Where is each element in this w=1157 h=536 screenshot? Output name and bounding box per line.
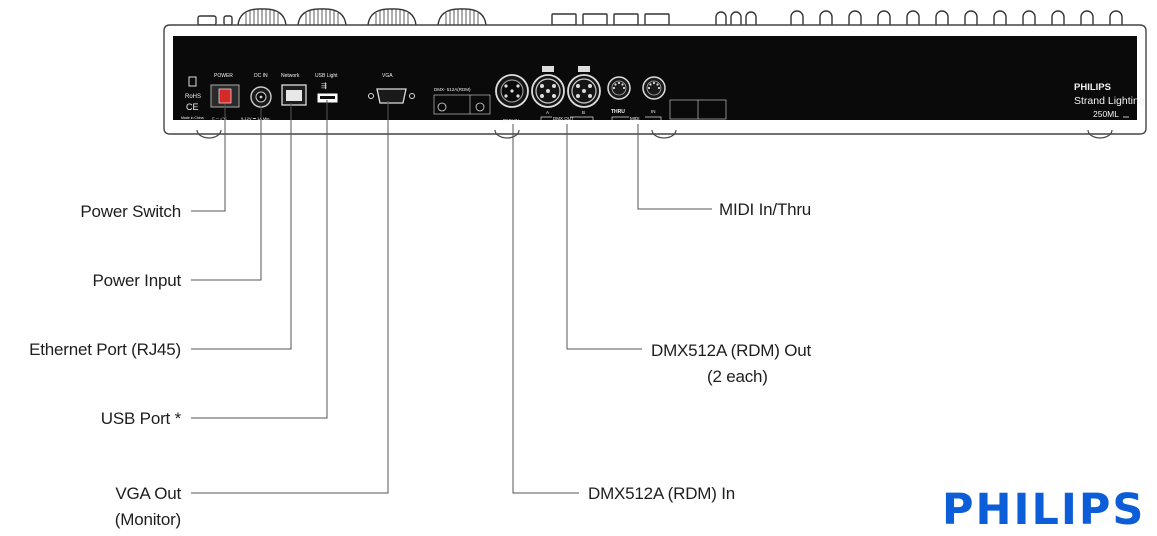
panel-brand: PHILIPS Strand Lighting 250ML [1074,82,1145,119]
dmx-out-b-connector[interactable]: B [567,66,601,115]
console-top-controls [197,8,1123,26]
leader-power-switch [191,104,226,212]
foot-mid-left [494,129,520,139]
callout-usb-port: USB Port * [100,409,181,428]
dc-rating: 9-12V ⎓ 1A Min. [241,116,270,121]
midi-in-label: IN [651,109,656,114]
dmx-legend: DMX- 512A(RDM) [433,87,491,115]
thru-label: THRU [611,109,625,115]
usb-light-label: USB Light [315,73,338,79]
dmx-out-a-connector[interactable]: A [531,66,565,115]
dc-in-label: DC IN [254,73,268,79]
leader-ethernet [191,103,292,350]
vga-label: VGA [382,73,393,79]
port-b-label: B [582,110,585,115]
midi-label: MIDI [630,116,640,121]
foot-right [1087,129,1113,139]
power-switch[interactable]: POWER ℂ ─ ○°C [210,73,240,121]
midi-bracket: MIDI [611,116,662,121]
foot-left [196,129,222,139]
made-in-label: Made in China [181,116,204,120]
callout-dmx-out-sub: (2 each) [707,367,768,386]
callout-dmx-out: DMX512A (RDM) Out [651,341,812,360]
leader-dmx-out [566,124,642,350]
port-a-label: A [546,110,549,115]
power-label: POWER [214,73,233,79]
network-port[interactable]: Network [281,73,307,106]
callout-ethernet-port: Ethernet Port (RJ45) [29,340,181,359]
leader-vga [191,101,389,494]
foot-mid-right [651,129,677,139]
midi-in-connector[interactable]: IN [642,76,666,114]
philips-logo: PHILIPS [942,485,1146,535]
compliance-marks: RoHS CE Made in China [181,76,204,120]
panel-product-line: Strand Lighting [1074,95,1145,107]
leader-dmx-in [512,124,579,494]
rohs-label: RoHS [185,94,201,100]
leader-midi [637,124,712,210]
leader-power-input [191,106,262,281]
network-label: Network [281,73,300,79]
dmx-title: DMX- 512A(RDM) [434,87,471,92]
midi-thru-connector[interactable]: THRU [607,76,631,115]
ce-mark: CE [186,102,199,112]
callout-vga-out-sub: (Monitor) [114,510,181,529]
midi-legend [669,99,727,120]
leader-usb [191,100,328,419]
dmx-out-bracket: DMX OUT [540,116,594,121]
panel-model: 250ML [1093,109,1119,119]
weee-bin-icon [188,76,197,87]
dmx-in-connector[interactable]: DMX IN [495,74,529,123]
knob-knurling [245,9,479,25]
callout-dmx-in: DMX512A (RDM) In [588,484,736,503]
callout-power-input: Power Input [92,271,181,290]
callout-power-switch: Power Switch [80,202,181,221]
callout-vga-out: VGA Out [115,484,181,503]
callout-midi: MIDI In/Thru [719,200,812,219]
leader-lines [191,100,712,494]
dmx-out-label: DMX OUT [553,116,574,121]
svg-text:ℂ ─ ○°C: ℂ ─ ○°C [212,116,227,121]
usb-icon: ⇶ [321,82,327,90]
panel-brand-name: PHILIPS [1074,82,1111,93]
vga-port[interactable]: VGA [368,73,415,104]
dmx-in-label: DMX IN [503,118,519,123]
